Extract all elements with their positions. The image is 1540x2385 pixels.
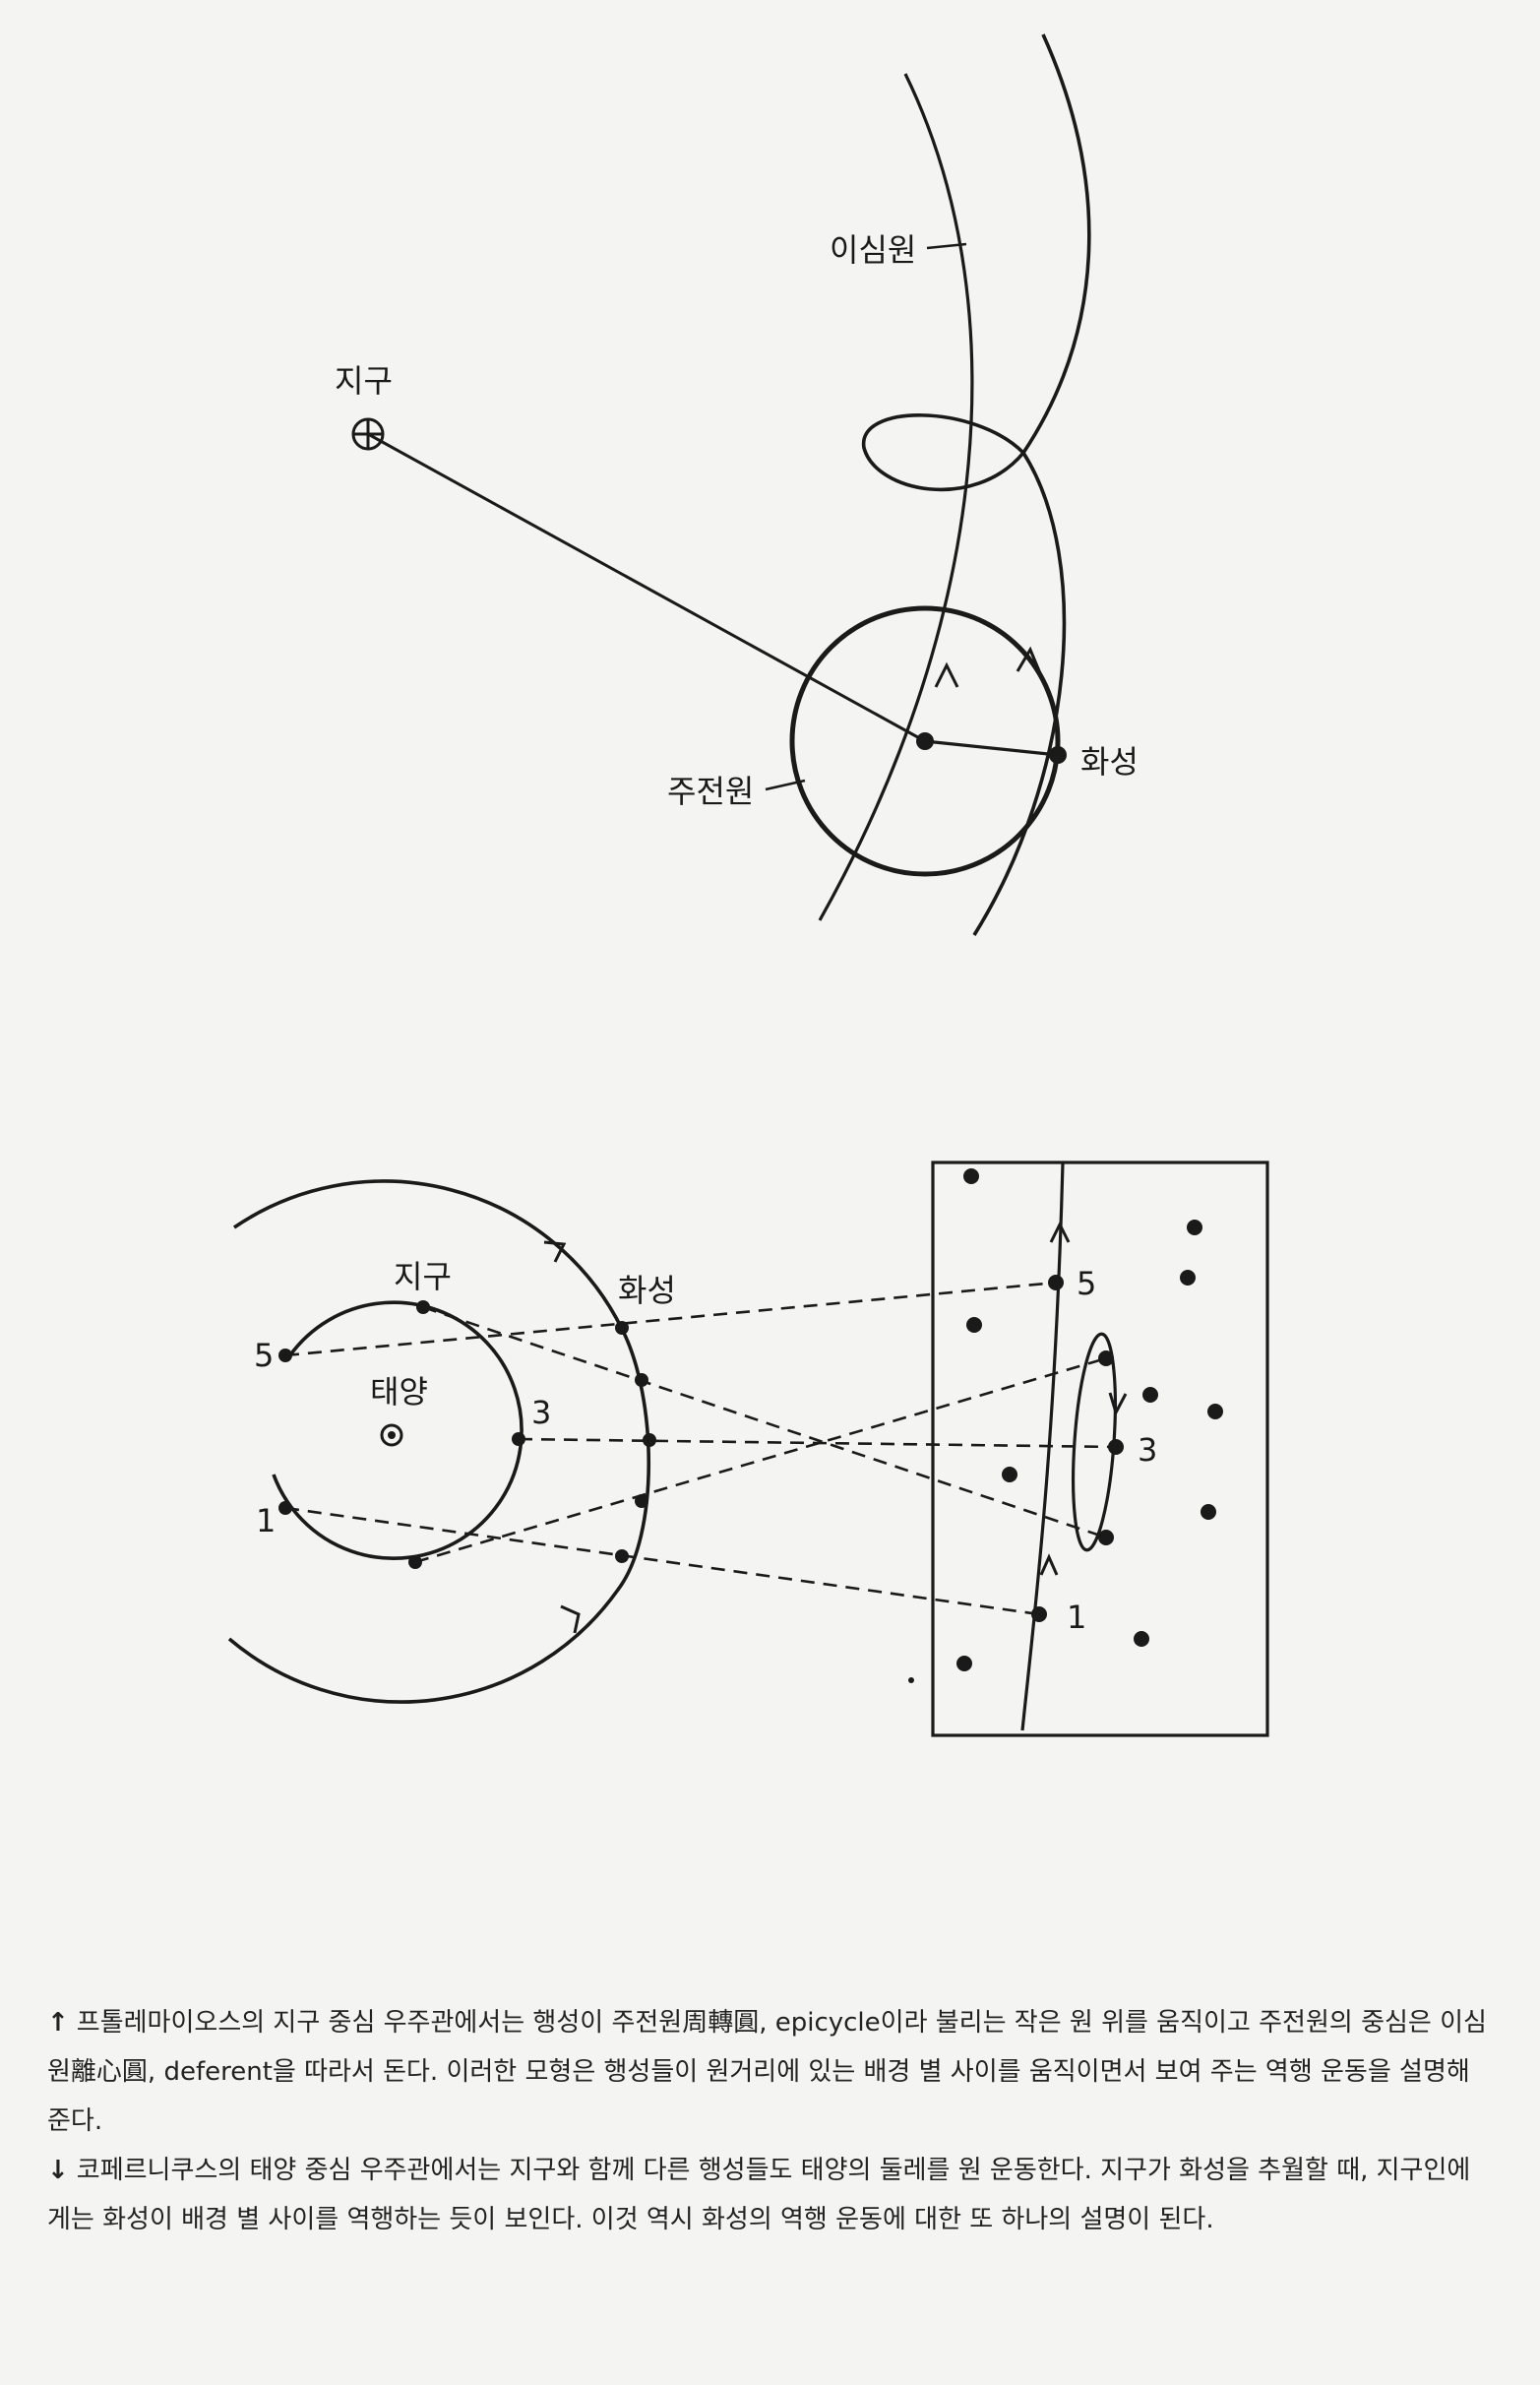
- sight-line-5: [284, 1281, 1057, 1357]
- label-epicycle: 주전원: [667, 773, 754, 810]
- deferent-leader: [926, 242, 967, 250]
- caption-text-1: 프톨레마이오스의 지구 중심 우주관에서는 행성이 주전원周轉圓, epicyc…: [47, 2008, 1487, 2136]
- sky-box: [931, 1161, 1269, 1737]
- loop-arrow: [1016, 646, 1042, 674]
- label-pos1-sky: 1: [1067, 1599, 1086, 1636]
- mars-position-dots: [615, 1321, 656, 1563]
- label-earth-bottom: 지구: [394, 1258, 452, 1295]
- ptolemaic-diagram: 이심원 지구 주전원 화성: [335, 33, 1139, 936]
- label-mars-top: 화성: [1080, 743, 1139, 781]
- orbit-arrow-top: [543, 1240, 567, 1263]
- caption-text-2: 코페르니쿠스의 태양 중심 우주관에서는 지구와 함께 다른 행성들도 태양의 …: [47, 2156, 1471, 2234]
- copernican-diagram: 지구 화성 태양 5 3 1 5 3 1: [227, 1161, 1269, 1737]
- sky-arrow-loop: [1108, 1392, 1128, 1416]
- label-mars-bottom: 화성: [618, 1272, 676, 1309]
- sight-line-1: [284, 1506, 1040, 1616]
- down-arrow-icon: ↓: [47, 2156, 69, 2185]
- earth-symbol-icon: [351, 417, 385, 451]
- mars-dot: [1049, 746, 1067, 764]
- label-deferent: 이심원: [830, 231, 916, 269]
- earth-orbit-arc: [272, 1300, 524, 1560]
- sky-arrow-top: [1049, 1221, 1071, 1243]
- earth-position-dots: [278, 1300, 525, 1569]
- sight-line-2: [414, 1356, 1107, 1564]
- epicycle-center-dot: [916, 732, 934, 750]
- sight-line-4: [422, 1305, 1107, 1539]
- deferent-arrow: [934, 661, 959, 688]
- label-pos5-orbit: 5: [254, 1337, 274, 1374]
- sun-symbol-icon: [380, 1423, 403, 1447]
- orbit-arrow-bottom: [560, 1604, 581, 1634]
- label-pos3-sky: 3: [1138, 1431, 1157, 1469]
- sight-lines: [284, 1281, 1117, 1616]
- caption-paragraph-1: ↑프톨레마이오스의 지구 중심 우주관에서는 행성이 주전원周轉圓, epicy…: [47, 1998, 1494, 2146]
- sky-mars-dots: [1031, 1275, 1124, 1622]
- label-pos1-orbit: 1: [256, 1502, 276, 1539]
- figure-caption: ↑프톨레마이오스의 지구 중심 우주관에서는 행성이 주전원周轉圓, epicy…: [47, 1998, 1494, 2244]
- caption-paragraph-2: ↓코페르니쿠스의 태양 중심 우주관에서는 지구와 함께 다른 행성들도 태양의…: [47, 2146, 1494, 2244]
- mars-orbit-arc: [227, 1179, 650, 1704]
- deferent-arc: [818, 73, 974, 921]
- sky-arrow-bottom: [1039, 1553, 1059, 1576]
- label-pos5-sky: 5: [1077, 1265, 1096, 1302]
- epicycle-circle: [789, 605, 1061, 877]
- label-earth-top: 지구: [335, 362, 393, 400]
- background-stars: [908, 1168, 1223, 1683]
- earth-to-center-line: [367, 432, 926, 743]
- label-sun: 태양: [370, 1373, 428, 1411]
- label-pos3-orbit: 3: [531, 1394, 551, 1431]
- up-arrow-icon: ↑: [47, 2008, 69, 2038]
- epicycle-leader: [765, 779, 806, 791]
- epicycle-radius-line: [924, 739, 1059, 757]
- mars-loop-path: [862, 33, 1091, 936]
